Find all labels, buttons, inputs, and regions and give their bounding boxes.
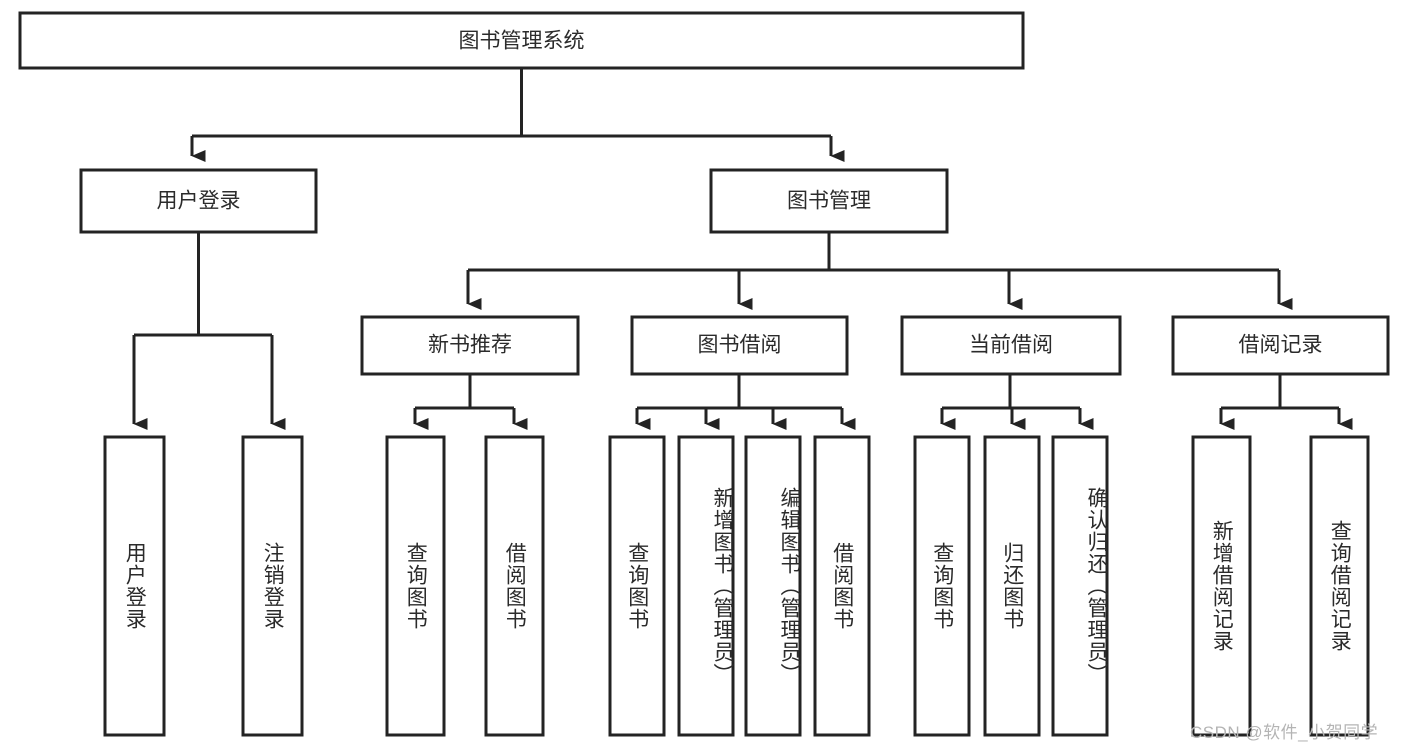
node-book-borrow-label: 图书借阅 [698, 334, 782, 357]
node-leaf-borrow-book-1-box[interactable] [484, 435, 545, 737]
node-leaf-query-book-3-box[interactable] [913, 435, 971, 737]
node-user-login-label: 用户登录 [157, 190, 241, 213]
node-borrow-records[interactable]: 借阅记录 [1171, 315, 1390, 376]
node-user-login[interactable]: 用户登录 [79, 168, 318, 234]
connector-user-login-to-leaves [132, 232, 286, 430]
connector-records-to-leaves [1219, 374, 1353, 430]
connector-new-book-to-leaves [413, 374, 528, 430]
node-book-management-box[interactable] [709, 168, 949, 234]
node-root-label: 图书管理系统 [459, 30, 585, 53]
node-leaf-edit-book-box[interactable] [744, 435, 802, 737]
node-leaf-user-login-box[interactable] [103, 435, 166, 737]
node-root-box[interactable] [18, 11, 1025, 70]
connector-current-borrow-to-leaves [940, 374, 1094, 430]
node-current-borrow-box[interactable] [900, 315, 1122, 376]
node-book-management[interactable]: 图书管理 [709, 168, 949, 234]
node-leaf-add-record-box[interactable] [1191, 435, 1252, 737]
node-leaf-return-book-box[interactable] [983, 435, 1041, 737]
node-leaf-logout-box[interactable] [241, 435, 304, 737]
connector-book-mgmt-to-level3 [466, 232, 1293, 310]
node-borrow-records-label: 借阅记录 [1239, 334, 1323, 357]
node-book-management-label: 图书管理 [787, 190, 871, 213]
node-leaf-query-book-1-box[interactable] [385, 435, 446, 737]
node-book-borrow-box[interactable] [630, 315, 849, 376]
leaf-boxes [103, 435, 1370, 737]
node-current-borrow-label: 当前借阅 [969, 334, 1053, 357]
node-book-borrow[interactable]: 图书借阅 [630, 315, 849, 376]
node-new-book-recommend-label: 新书推荐 [428, 334, 512, 357]
node-user-login-box[interactable] [79, 168, 318, 234]
node-leaf-query-book-2-box[interactable] [608, 435, 666, 737]
node-leaf-confirm-return-box[interactable] [1051, 435, 1109, 737]
csdn-watermark: CSDN @软件_小贺同学 [1190, 723, 1379, 742]
node-new-book-recommend[interactable]: 新书推荐 [360, 315, 580, 376]
connector-borrow-to-leaves [635, 374, 856, 430]
node-current-borrow[interactable]: 当前借阅 [900, 315, 1122, 376]
connector-root-to-level2 [190, 68, 845, 162]
node-leaf-borrow-book-2-box[interactable] [813, 435, 871, 737]
node-root[interactable]: 图书管理系统 [18, 11, 1025, 70]
node-borrow-records-box[interactable] [1171, 315, 1390, 376]
node-leaf-add-book-box[interactable] [677, 435, 735, 737]
node-leaf-query-record-box[interactable] [1309, 435, 1370, 737]
node-new-book-recommend-box[interactable] [360, 315, 580, 376]
